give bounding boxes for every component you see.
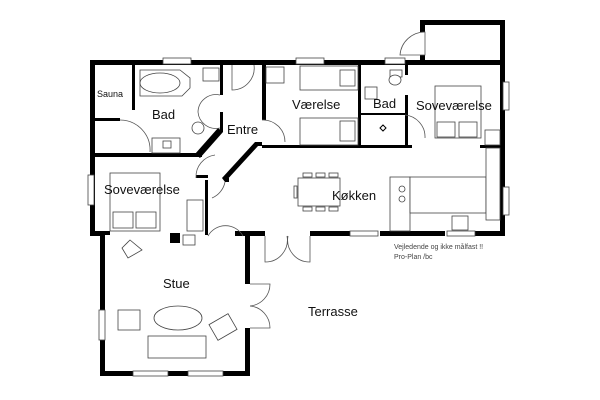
room-label-kokken: Køkken [332, 188, 377, 203]
room-label-terrasse: Terrasse [308, 304, 358, 319]
room-label-sovevaerelse-2: Soveværelse [104, 182, 180, 197]
room-label-bad: Bad [152, 107, 176, 122]
room-label-sovevaerelse-1: Soveværelse [416, 98, 492, 113]
disclaimer-note: Vejledende og ikke målfast !! [394, 244, 484, 251]
windows [87, 57, 510, 377]
room-label-stue: Stue [163, 276, 190, 291]
doors [119, 31, 426, 329]
room-label-bad-2: Bad [373, 96, 397, 111]
interior-walls [90, 65, 505, 235]
room-label-sauna: Sauna [97, 89, 124, 99]
fixtures [109, 65, 501, 359]
credit-note: Pro-Plan /bc [394, 254, 433, 261]
room-label-vaerelse: Værelse [292, 97, 341, 112]
room-label-entre: Entre [227, 122, 259, 137]
